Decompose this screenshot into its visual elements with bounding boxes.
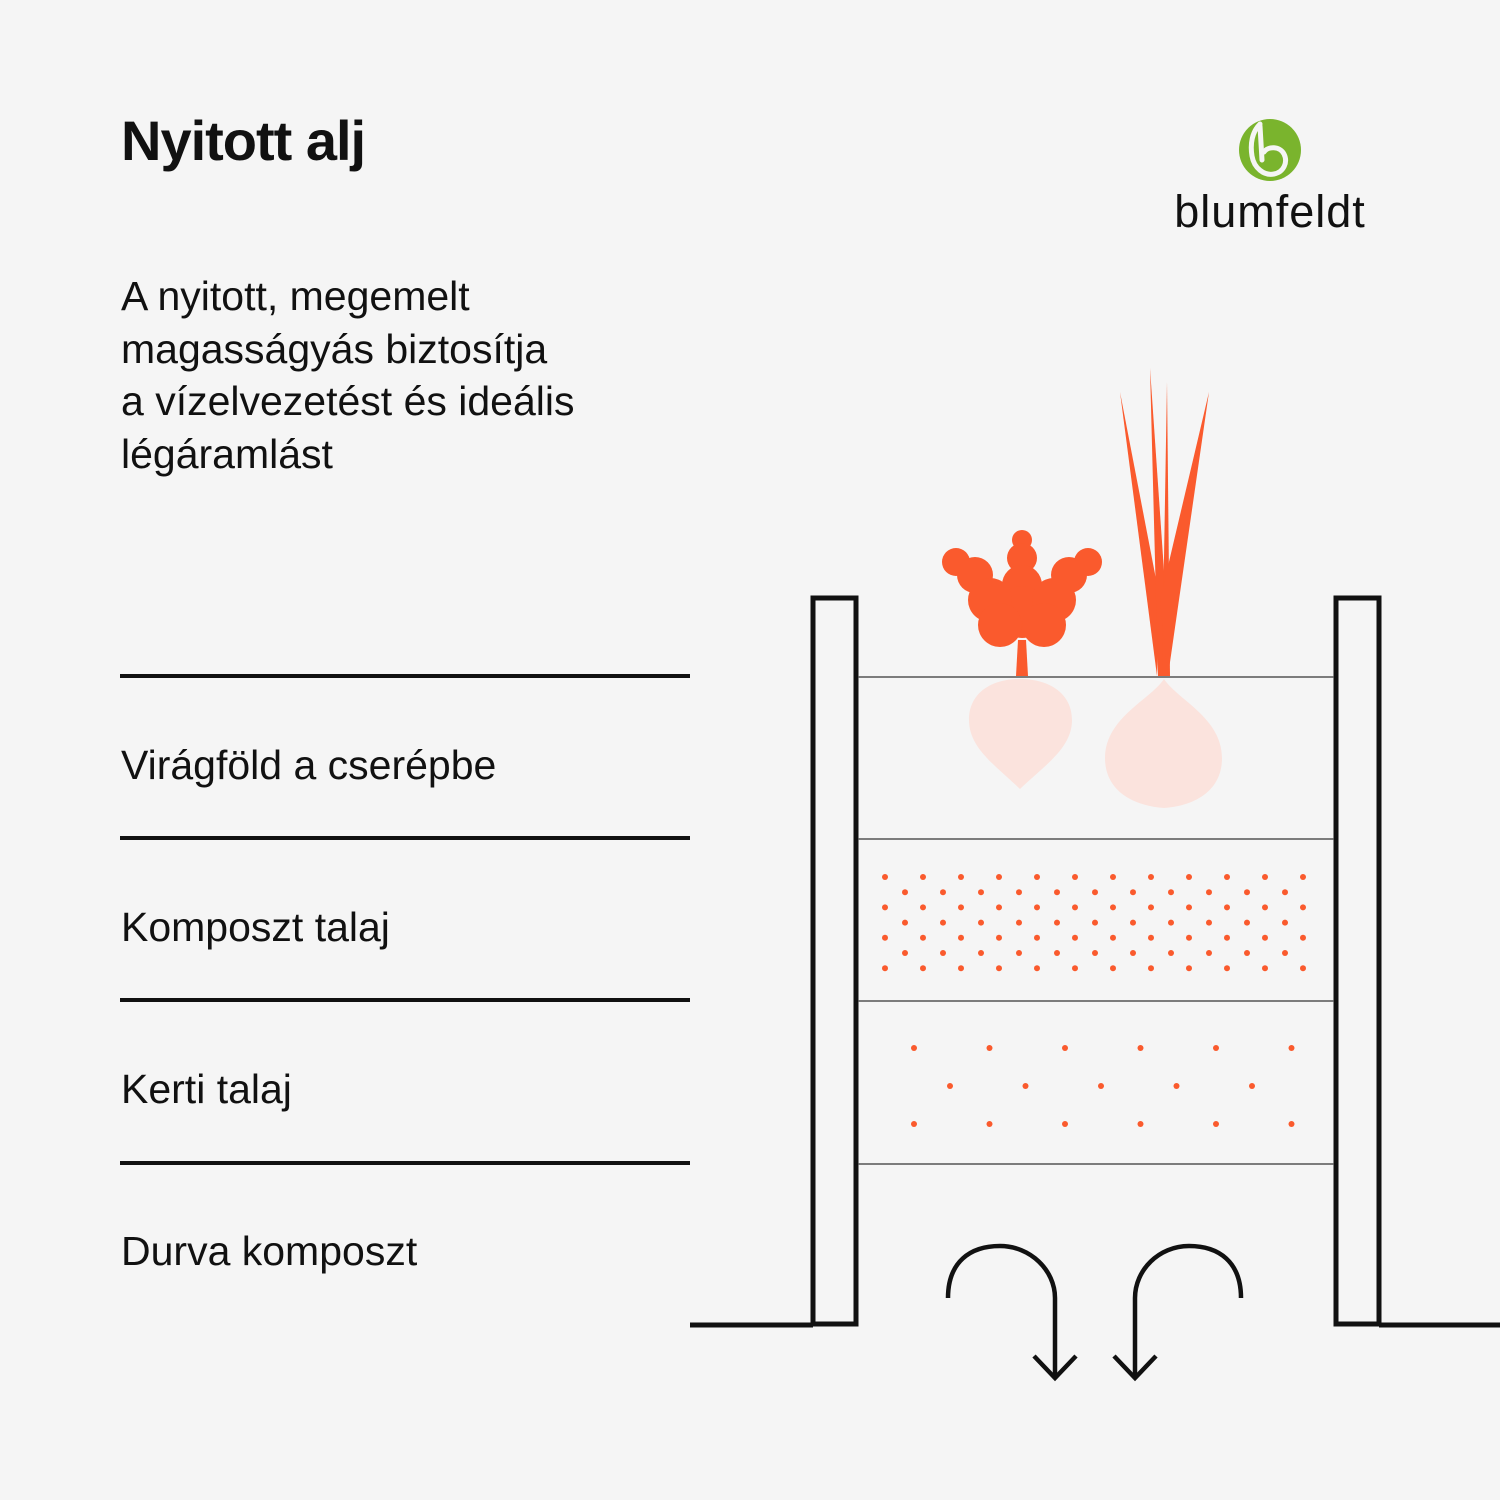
page-title: Nyitott alj [121, 109, 366, 172]
beetroot-bulb-icon [969, 679, 1072, 789]
brand-logo: blumfeldt [1150, 118, 1390, 238]
description-line: magasságyás biztosítja [121, 325, 548, 372]
brand-wordmark: blumfeldt [1174, 186, 1366, 237]
bed-wall-right [1333, 595, 1382, 1327]
garden-soil-dots [911, 1045, 1295, 1127]
beetroot-leaves-icon [942, 530, 1102, 676]
divider [120, 1161, 690, 1165]
layer-label-potting-soil: Virágföld a cserépbe [121, 742, 497, 788]
airflow-arrow-left-icon [945, 1243, 1078, 1382]
divider [120, 674, 690, 678]
leaf-b-logo-icon [1239, 119, 1301, 181]
divider [120, 836, 690, 840]
description-line: a vízelvezetést és ideális [121, 378, 575, 424]
divider [120, 998, 690, 1002]
layer-label-compost-soil: Komposzt talaj [121, 904, 390, 950]
description-line: A nyitott, megemelt [121, 273, 470, 319]
airflow-arrow-right-icon [1112, 1243, 1244, 1382]
bed-wall-left [810, 595, 859, 1327]
layer-separators [858, 676, 1334, 1165]
description: A nyitott, megemelt magasságyás biztosít… [121, 270, 681, 480]
description-line: légáramlást [121, 430, 333, 477]
compost-dots [882, 874, 1306, 972]
onion-bulb-icon [1105, 679, 1222, 808]
onion-leaves-icon [1120, 368, 1209, 676]
layer-label-garden-soil: Kerti talaj [121, 1066, 292, 1112]
layer-label-coarse-compost: Durva komposzt [121, 1228, 418, 1274]
